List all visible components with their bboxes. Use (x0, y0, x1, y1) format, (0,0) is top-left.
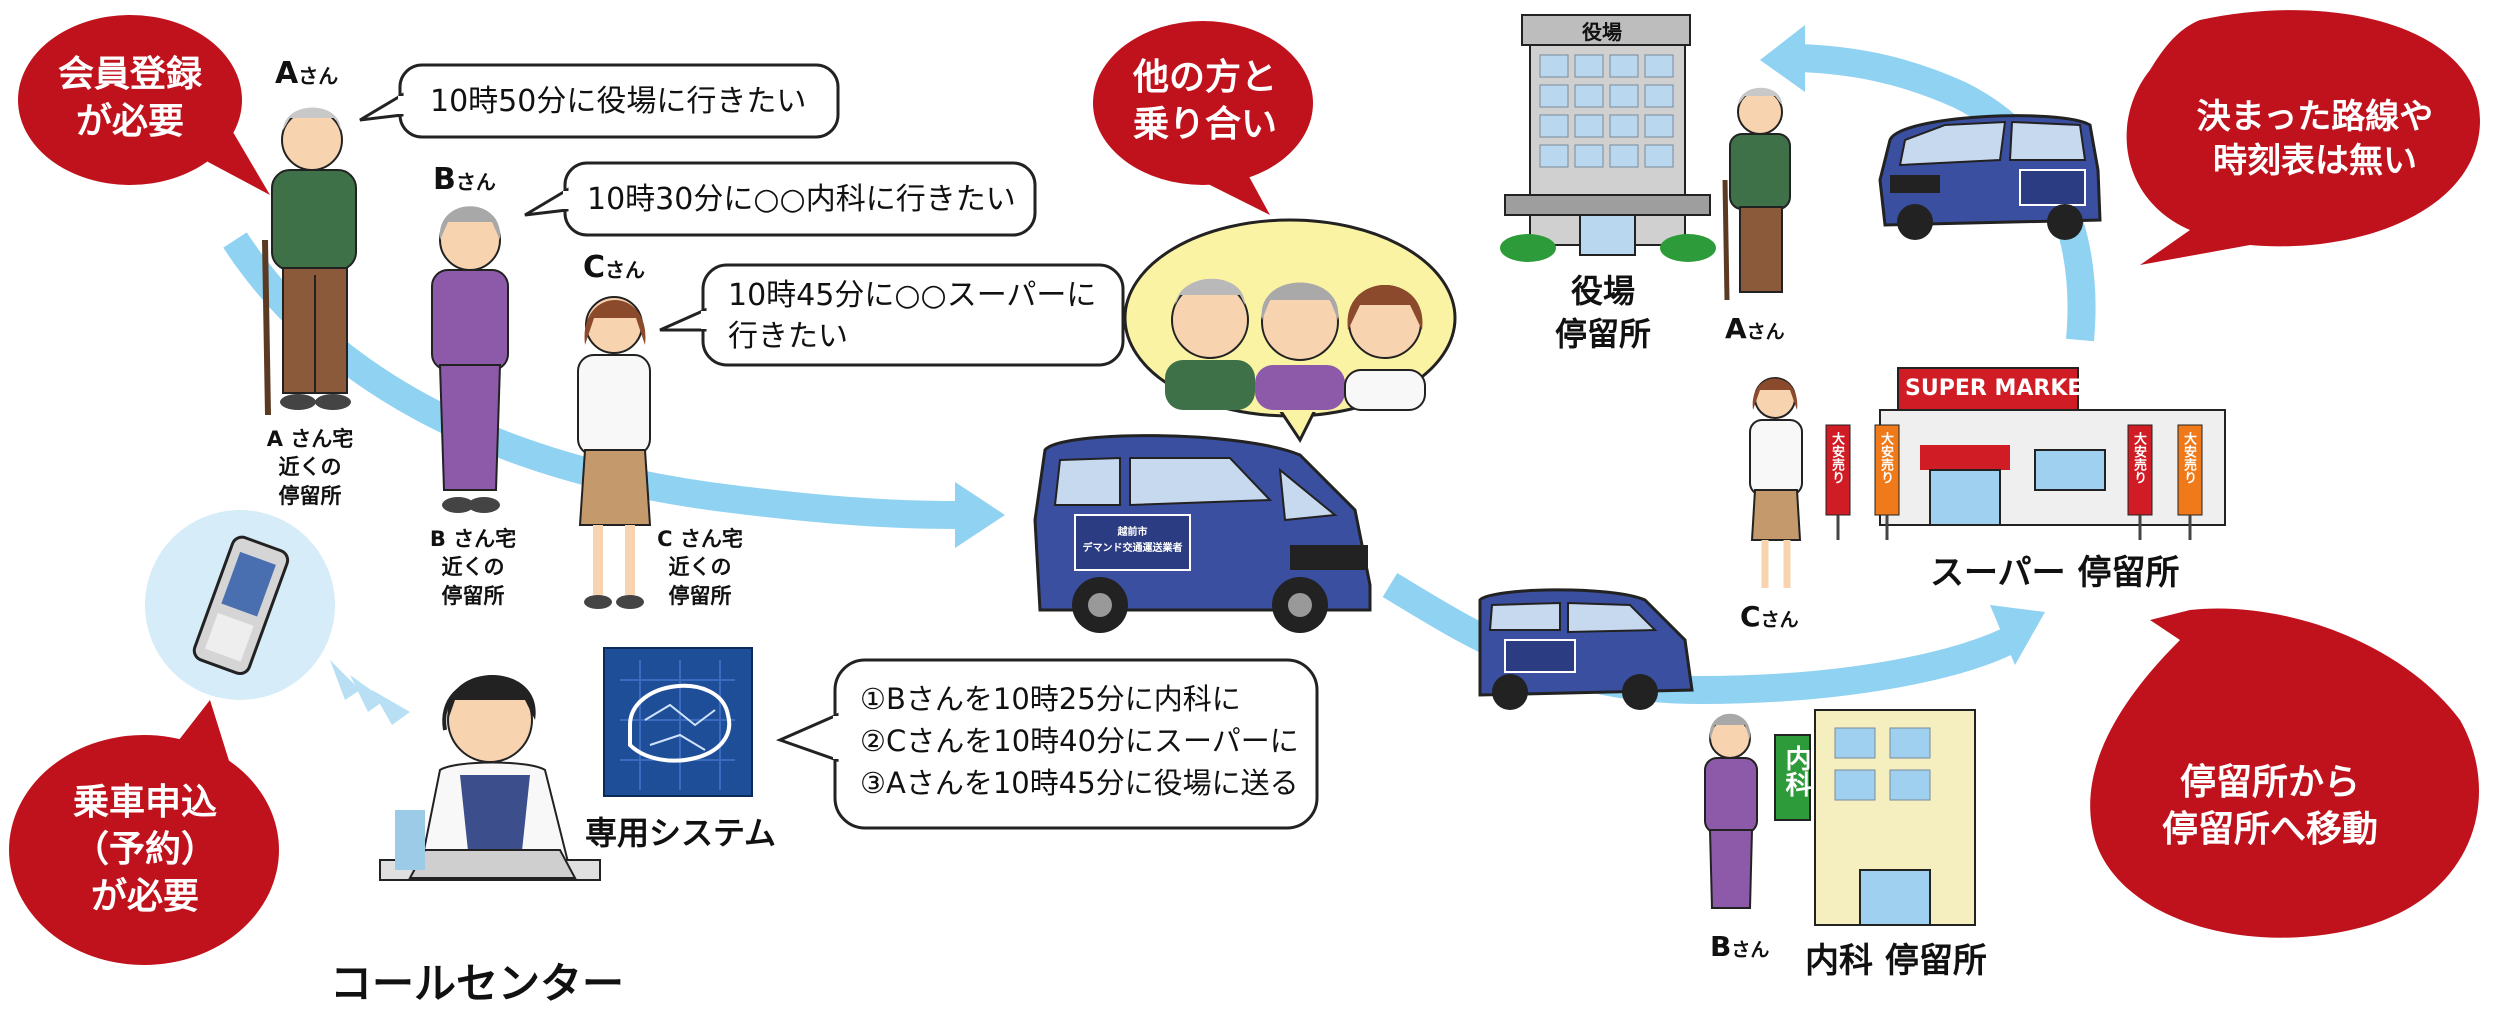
passenger-a-avatar (1165, 278, 1255, 410)
call-center-label: コールセンター (330, 959, 625, 1008)
callout-membership-text: 会員登録 が必要 (40, 52, 220, 146)
person-c-at-supermarket-label: Cさん (1740, 600, 1799, 633)
callout-reservation-required (9, 700, 279, 965)
town-hall-sign: 役場 (1582, 20, 1622, 44)
callout-reservation-line2: （予約） (72, 828, 217, 870)
system-plan-step-1: ①Bさんを10時25分に内科に (860, 682, 1241, 716)
callout-reservation-text: 乗車申込 （予約） が必要 (40, 780, 250, 920)
callout-stop-to-stop-line2: 停留所へ移動 (2161, 808, 2378, 850)
request-c-line2: 行きたい (728, 318, 848, 354)
system-label: 専用システム (585, 814, 777, 852)
demand-van-upper (1878, 114, 2102, 240)
person-c-at-supermarket (1749, 377, 1803, 588)
passenger-c-avatar (1344, 285, 1426, 411)
flow-arrow-to-town-hall (1760, 25, 2096, 342)
callout-no-route-line2: 時刻表は無い (2213, 141, 2417, 182)
person-a-at-town-hall (1722, 87, 1791, 301)
person-b-figure (431, 206, 509, 513)
sale-banner-1 (1825, 424, 1851, 540)
ai-system-icon (603, 647, 753, 797)
system-plan-step-2: ②Cさんを10時40分にスーパーに (860, 724, 1299, 759)
town-hall-stop-label: 役場停留所 (1555, 272, 1652, 354)
speech-bubble-a (359, 63, 840, 139)
mobile-phone-illustration (145, 510, 410, 725)
town-hall-building (1500, 14, 1716, 262)
person-c-figure (577, 296, 652, 609)
demand-van-lower (1478, 588, 1694, 710)
person-b-at-clinic (1704, 713, 1758, 909)
person-a-at-town-hall-label: Aさん (1725, 312, 1785, 345)
request-b-text: 10時30分に○○内科に行きたい (587, 182, 1016, 217)
request-a-text: 10時50分に役場に行きたい (430, 84, 807, 119)
callout-stop-to-stop-text: 停留所から 停留所へ移動 (2120, 760, 2420, 854)
callout-stop-to-stop-line1: 停留所から (2179, 762, 2360, 803)
sale-banner-4 (2177, 424, 2203, 540)
person-b-home-stop: B さん宅近くの停留所 (429, 527, 517, 608)
callout-no-fixed-route (2126, 10, 2480, 266)
callout-membership-line2: が必要 (75, 100, 184, 142)
sale-banner-1-text: 大安売り (1829, 432, 1844, 484)
van-side-label: 越前市デマンド交通運送業者 (1082, 527, 1183, 554)
clinic-stop-label: 内科 停留所 (1805, 941, 1987, 981)
person-b-label: Bさん (433, 162, 496, 197)
callout-membership-required (18, 15, 270, 195)
sale-banner-4-text: 大安売り (2181, 432, 2196, 484)
clinic-sign: 内科 (1781, 745, 1811, 797)
supermarket-sign: SUPER MARKET (1905, 376, 2098, 401)
callout-membership-line1: 会員登録 (57, 54, 202, 95)
sale-banner-2-text: 大安売り (1878, 432, 1893, 484)
callout-shared-ride-line2: 乗り合い (1132, 103, 1277, 145)
callout-reservation-line3: が必要 (90, 875, 199, 917)
speech-bubble-system-plan (775, 658, 1319, 830)
speech-bubble-b (524, 161, 1037, 237)
callout-no-route-line1: 決まった路線や (2196, 97, 2434, 137)
shared-ride-thought-bubble (1123, 218, 1457, 443)
person-a-figure (262, 107, 357, 416)
sale-banner-3 (2127, 424, 2153, 540)
sale-banner-2 (1874, 424, 1900, 540)
callout-shared-ride-text: 他の方と 乗り合い (1110, 55, 1300, 149)
callout-reservation-line1: 乗車申込 (72, 782, 217, 823)
call-center-operator (379, 675, 601, 881)
person-b-at-clinic-label: Bさん (1710, 930, 1770, 963)
request-c-text: 10時45分に○○スーパーに 行きたい (728, 276, 1096, 357)
demand-van-main (1033, 434, 1372, 633)
person-c-home-stop: C さん宅近くの停留所 (657, 527, 743, 608)
callout-no-route-text: 決まった路線や 時刻表は無い (2170, 95, 2460, 183)
clinic-building (1774, 709, 1976, 926)
flow-arrow-to-supermarket (1382, 573, 2045, 705)
sale-banner-3-text: 大安売り (2131, 432, 2146, 484)
callout-shared-ride-line1: 他の方と (1132, 57, 1277, 98)
request-c-line1: 10時45分に○○スーパーに (728, 278, 1097, 313)
person-a-home-stop: A さん宅近くの停留所 (266, 427, 354, 508)
speech-bubble-c (659, 263, 1125, 367)
person-a-label: Aさん (275, 56, 339, 91)
passenger-b-avatar (1255, 282, 1345, 410)
system-plan-text: ①Bさんを10時25分に内科に ②Cさんを10時40分にスーパーに ③Aさんを1… (860, 678, 1299, 804)
system-plan-step-3: ③Aさんを10時45分に役場に送る (860, 766, 1299, 801)
callout-stop-to-stop (2090, 608, 2480, 938)
person-c-label: Cさん (583, 250, 646, 285)
supermarket-stop-label: スーパー 停留所 (1930, 553, 2180, 593)
callout-shared-ride (1093, 21, 1313, 215)
